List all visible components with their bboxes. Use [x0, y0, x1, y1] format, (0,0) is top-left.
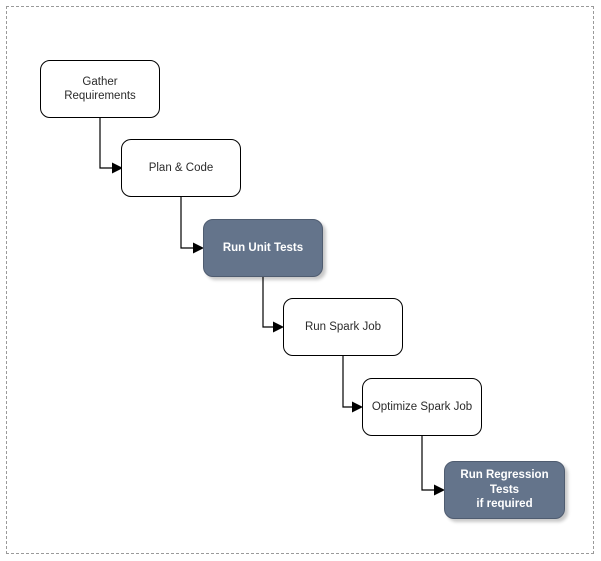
- node-label: Plan & Code: [148, 161, 214, 174]
- node-label: Run Unit Tests: [222, 241, 304, 254]
- node-label: Optimize Spark Job: [371, 400, 473, 413]
- node-label: Run Regression Tests if required: [460, 469, 549, 511]
- node-gather-requirements[interactable]: Gather Requirements: [40, 60, 160, 118]
- node-run-spark-job[interactable]: Run Spark Job: [283, 298, 403, 356]
- node-plan-and-code[interactable]: Plan & Code: [121, 139, 241, 197]
- node-run-unit-tests[interactable]: Run Unit Tests: [203, 219, 323, 277]
- node-optimize-spark-job[interactable]: Optimize Spark Job: [362, 378, 482, 436]
- node-run-regression-tests[interactable]: Run Regression Tests if required: [444, 461, 565, 519]
- node-label: Gather Requirements: [64, 75, 136, 102]
- node-label: Run Spark Job: [304, 320, 382, 333]
